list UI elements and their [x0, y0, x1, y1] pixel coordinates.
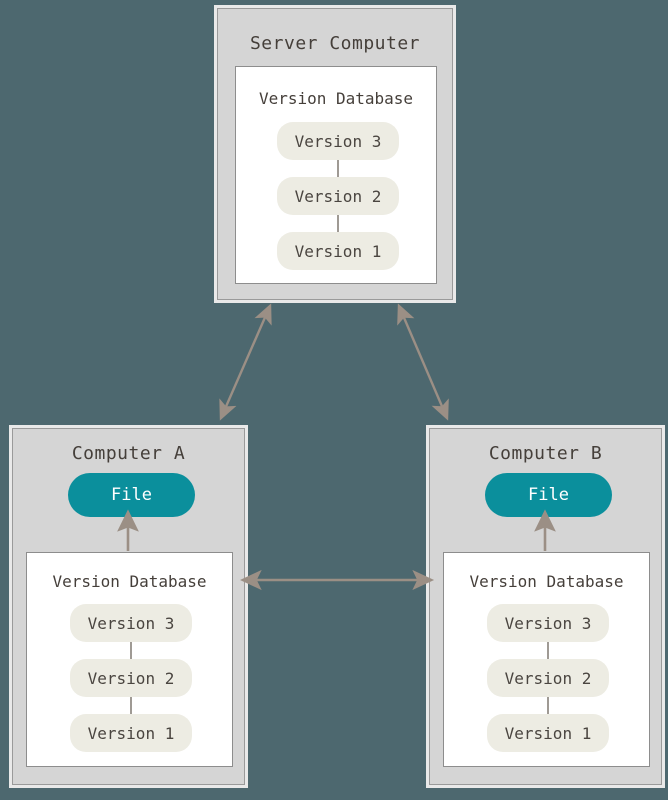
server-version-pill-3[interactable]: Version 3 — [277, 122, 399, 160]
version-pill-label: Version 1 — [504, 723, 592, 743]
server-version-database-box[interactable]: Version Database Version 3 Version 2 Ver… — [235, 66, 437, 284]
computer-a-file-pill[interactable]: File — [68, 473, 195, 517]
computer-a-version-pill-2[interactable]: Version 2 — [70, 659, 192, 697]
computer-b-title: Computer B — [488, 443, 603, 464]
computer-b-version-pill-2[interactable]: Version 2 — [487, 659, 609, 697]
server-pill-connector-3-2 — [337, 160, 339, 177]
arrow-server-to-computer-a — [219, 303, 272, 421]
computer-a-pill-connector-3-2 — [130, 642, 132, 659]
computer-b-file-pill[interactable]: File — [485, 473, 612, 517]
computer-b-pill-connector-2-1 — [547, 697, 549, 714]
computer-b-pill-connector-3-2 — [547, 642, 549, 659]
version-pill-label: Version 3 — [504, 613, 592, 633]
computer-a-box[interactable]: Computer A File Version Database Version… — [12, 428, 245, 785]
file-pill-label: File — [528, 485, 569, 505]
computer-b-version-pill-3[interactable]: Version 3 — [487, 604, 609, 642]
computer-b-version-database-box[interactable]: Version Database Version 3 Version 2 Ver… — [443, 552, 650, 767]
computer-a-pill-connector-2-1 — [130, 697, 132, 714]
computer-a-version-database-box[interactable]: Version Database Version 3 Version 2 Ver… — [26, 552, 233, 767]
file-pill-label: File — [111, 485, 152, 505]
arrow-server-to-computer-b — [397, 303, 449, 421]
server-pill-connector-2-1 — [337, 215, 339, 232]
server-version-pill-1[interactable]: Version 1 — [277, 232, 399, 270]
computer-b-version-pill-1[interactable]: Version 1 — [487, 714, 609, 752]
version-pill-label: Version 2 — [294, 186, 382, 206]
version-pill-label: Version 3 — [87, 613, 175, 633]
computer-a-version-pill-3[interactable]: Version 3 — [70, 604, 192, 642]
server-version-pill-2[interactable]: Version 2 — [277, 177, 399, 215]
computer-a-version-database-title: Version Database — [52, 572, 207, 591]
version-pill-label: Version 1 — [294, 241, 382, 261]
computer-a-title: Computer A — [71, 443, 186, 464]
version-pill-label: Version 2 — [87, 668, 175, 688]
server-version-database-title: Version Database — [258, 89, 414, 108]
computer-b-box[interactable]: Computer B File Version Database Version… — [429, 428, 662, 785]
version-pill-label: Version 2 — [504, 668, 592, 688]
version-pill-label: Version 1 — [87, 723, 175, 743]
server-computer-title: Server Computer — [249, 33, 421, 54]
server-computer-box[interactable]: Server Computer Version Database Version… — [217, 8, 453, 300]
computer-b-version-database-title: Version Database — [469, 572, 624, 591]
version-pill-label: Version 3 — [294, 131, 382, 151]
computer-a-version-pill-1[interactable]: Version 1 — [70, 714, 192, 752]
